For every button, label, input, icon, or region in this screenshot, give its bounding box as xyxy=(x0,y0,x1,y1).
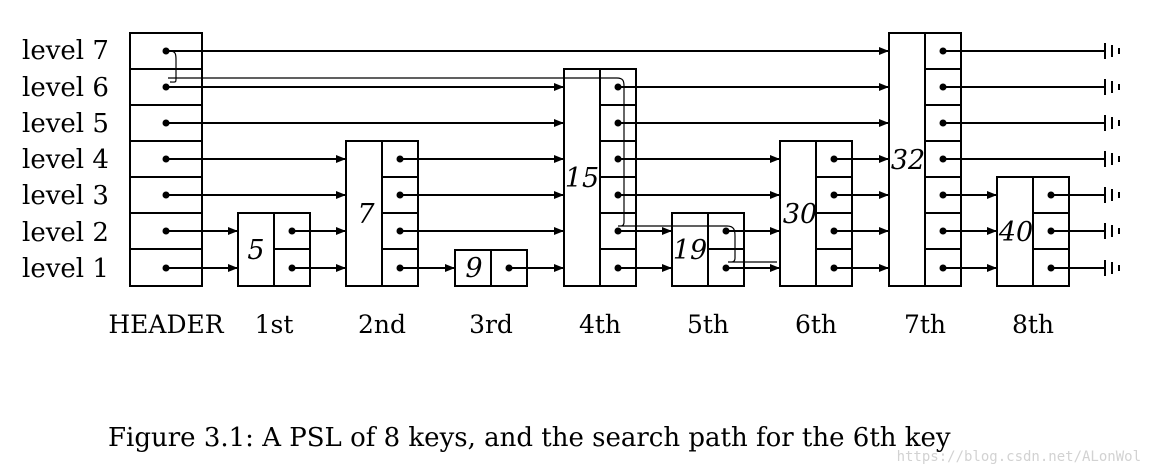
null-symbol xyxy=(1104,223,1120,239)
node-key: 5 xyxy=(247,235,264,266)
node-key: 7 xyxy=(357,199,375,230)
figure-caption: Figure 3.1: A PSL of 8 keys, and the sea… xyxy=(108,423,951,453)
null-symbol xyxy=(1104,43,1120,59)
node-1st: 5 xyxy=(237,212,311,287)
search-path xyxy=(168,50,777,263)
level-label: level 6 xyxy=(22,73,109,103)
node-label: 5th xyxy=(687,310,729,339)
node-label: 6th xyxy=(795,310,837,339)
node-key: 32 xyxy=(891,145,925,176)
level-label: level 5 xyxy=(22,109,109,139)
watermark: https://blog.csdn.net/ALonWol xyxy=(897,449,1141,465)
level-label: level 3 xyxy=(22,181,109,211)
pointer-dots xyxy=(162,47,1055,272)
node-key: 40 xyxy=(998,217,1033,248)
header-label: HEADER xyxy=(108,310,224,339)
node-key: 30 xyxy=(783,199,817,230)
null-symbol xyxy=(1104,187,1120,203)
node-label: 3rd xyxy=(469,310,513,339)
node-label: 7th xyxy=(904,310,946,339)
level-label: level 7 xyxy=(22,36,109,66)
null-terminators xyxy=(1104,43,1120,276)
level-label: level 4 xyxy=(22,145,109,175)
node-4th: 15 xyxy=(563,68,637,287)
node-2nd: 7 xyxy=(345,140,419,287)
null-symbol xyxy=(1104,260,1120,276)
null-symbol xyxy=(1104,115,1120,131)
node-label: 1st xyxy=(255,310,294,339)
node-label: 4th xyxy=(579,310,621,339)
null-symbol xyxy=(1104,79,1120,95)
node-5th: 19 xyxy=(671,212,745,287)
node-key: 19 xyxy=(673,235,707,266)
node-label: 8th xyxy=(1012,310,1054,339)
level-labels: level 7 level 6 level 5 level 4 level 3 … xyxy=(22,36,109,284)
level-label: level 1 xyxy=(22,254,109,284)
node-key: 9 xyxy=(465,253,482,284)
node-6th: 30 xyxy=(779,140,853,287)
node-key: 15 xyxy=(565,163,599,194)
level-label: level 2 xyxy=(22,218,109,248)
null-symbol xyxy=(1104,151,1120,167)
node-label: 2nd xyxy=(358,310,406,339)
forward-pointers xyxy=(166,47,1105,272)
column-labels: HEADER 1st 2nd 3rd 4th 5th 6th 7th 8th xyxy=(108,310,1054,339)
